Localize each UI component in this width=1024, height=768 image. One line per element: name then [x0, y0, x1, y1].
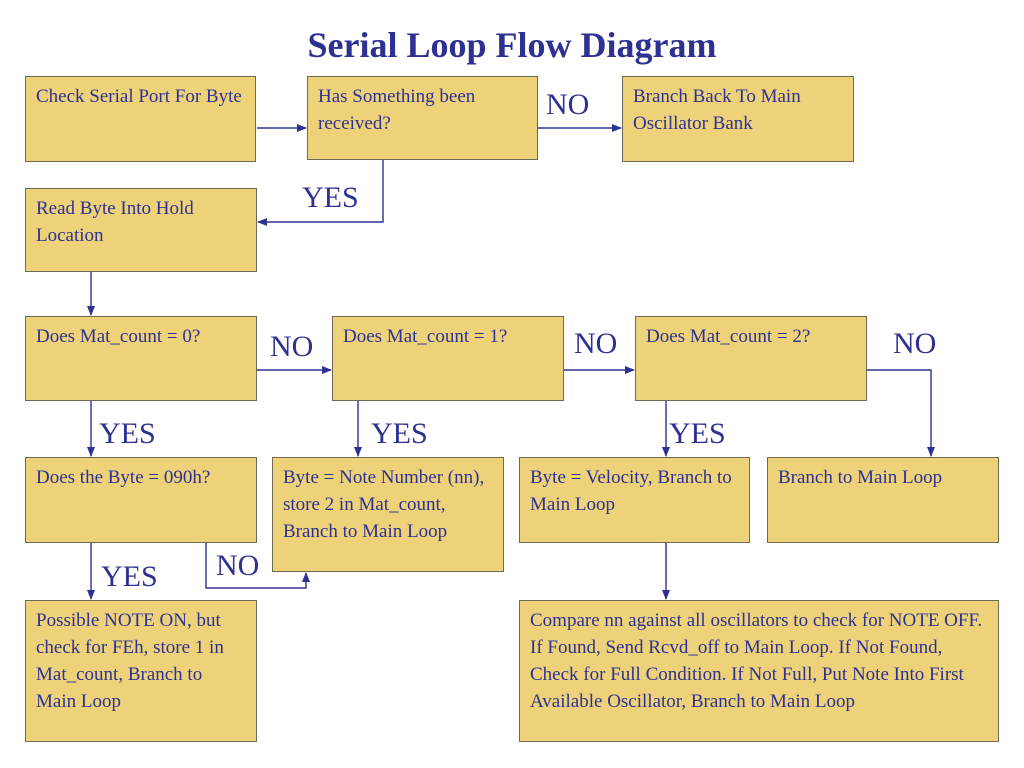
has-received-box: Has Something been received?: [307, 76, 538, 160]
no-label: NO: [574, 327, 618, 360]
yes-label: YES: [101, 560, 158, 593]
check-serial-box: Check Serial Port For Byte: [25, 76, 256, 162]
no-label: NO: [216, 549, 260, 582]
note-on-box: Possible NOTE ON, but check for FEh, sto…: [25, 600, 257, 742]
mat-count-1-box: Does Mat_count = 1?: [332, 316, 564, 401]
byte-090h-box: Does the Byte = 090h?: [25, 457, 257, 543]
note-number-box: Byte = Note Number (nn), store 2 in Mat_…: [272, 457, 504, 572]
arrow-byte090-to-note-number: [205, 543, 310, 589]
mat-count-2-box: Does Mat_count = 2?: [635, 316, 867, 401]
arrow-mat2-to-branch-main: [867, 369, 935, 457]
arrow-received-to-read-byte: [257, 160, 384, 226]
read-byte-box: Read Byte Into Hold Location: [25, 188, 257, 272]
page-title: Serial Loop Flow Diagram: [307, 25, 717, 65]
yes-label: YES: [669, 417, 726, 450]
branch-back-box: Branch Back To Main Oscillator Bank: [622, 76, 854, 162]
yes-label: YES: [99, 417, 156, 450]
no-label: NO: [270, 330, 314, 363]
mat-count-0-box: Does Mat_count = 0?: [25, 316, 257, 401]
velocity-box: Byte = Velocity, Branch to Main Loop: [519, 457, 750, 543]
yes-label: YES: [302, 181, 359, 214]
yes-label: YES: [371, 417, 428, 450]
no-label: NO: [546, 88, 590, 121]
compare-nn-box: Compare nn against all oscillators to ch…: [519, 600, 999, 742]
no-label: NO: [893, 327, 937, 360]
branch-main-loop-box: Branch to Main Loop: [767, 457, 999, 543]
